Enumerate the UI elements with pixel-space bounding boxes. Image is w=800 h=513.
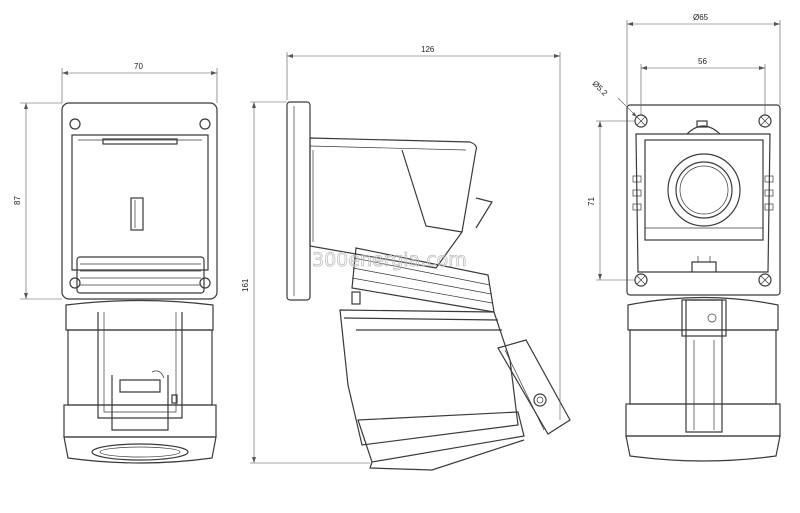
rear-diameter-dimension: Ø65 <box>626 13 781 105</box>
front-view <box>61 102 218 464</box>
hole-diameter-dimension: Ø5.2 <box>591 79 638 118</box>
hole-vertical-label: 71 <box>587 197 596 206</box>
total-height-label: 161 <box>241 278 250 292</box>
side-length-dimension: 126 <box>286 45 561 420</box>
hole-spacing-dimension: 56 <box>640 57 766 115</box>
front-width-label: 70 <box>134 62 143 71</box>
front-height-label: 87 <box>13 196 22 205</box>
total-height-dimension: 161 <box>241 101 370 464</box>
front-height-dimension: 87 <box>13 102 62 300</box>
hole-diameter-label: Ø5.2 <box>591 79 610 98</box>
rear-diameter-label: Ø65 <box>693 13 709 22</box>
hole-spacing-label: 56 <box>698 57 707 66</box>
side-view <box>286 101 571 471</box>
side-length-label: 126 <box>421 45 435 54</box>
front-width-dimension: 70 <box>61 62 218 103</box>
watermark-text: 300energia.com <box>312 249 467 271</box>
hole-vertical-dimension: 71 <box>587 120 635 281</box>
rear-view <box>625 104 781 462</box>
